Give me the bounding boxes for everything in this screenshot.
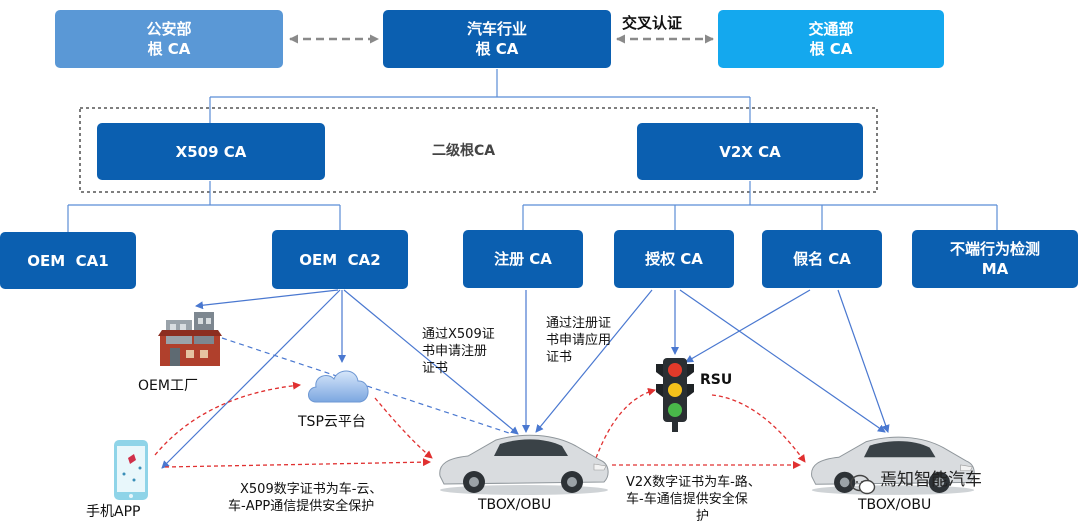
police-root-ca-label: 根 CA xyxy=(147,40,191,58)
x509-ca-label: X509 CA xyxy=(175,142,247,161)
communication-arrows xyxy=(154,381,806,469)
pseudonym-ca-box: 假名 CA xyxy=(762,230,882,288)
transport-root-ca-label: 根 CA xyxy=(809,40,853,58)
misbehavior-ma-box: 不端行为检测 MA xyxy=(912,230,1078,288)
misbehavior-ma-label: MA xyxy=(981,260,1009,278)
factory-icon xyxy=(158,312,222,366)
police-root-ca-box: 公安部 根 CA xyxy=(55,10,283,68)
phone-icon xyxy=(114,440,148,500)
tbox-left-label: TBOX/OBU xyxy=(478,497,552,513)
watermark-label: 焉知智能汽车 xyxy=(880,470,982,490)
traffic-light-icon xyxy=(656,358,694,432)
pseudonym-ca-label: 假名 CA xyxy=(793,250,851,268)
register-ca-label: 注册 CA xyxy=(494,250,552,268)
rsu-label: RSU xyxy=(700,372,733,388)
x509-apply-note: 通过X509证 书申请注册 证书 xyxy=(422,327,495,376)
secondary-root-group xyxy=(79,107,878,193)
auto-root-ca-name: 汽车行业 xyxy=(466,20,527,38)
cross-cert-label: 交叉认证 xyxy=(622,14,683,32)
secondary-root-label: 二级根CA xyxy=(432,143,496,159)
v2x-protect-note: V2X数字证书为车-路、 车-车通信提供安全保 护 xyxy=(626,475,761,524)
transport-root-ca-name: 交通部 xyxy=(808,20,854,38)
auto-root-ca-label: 根 CA xyxy=(475,40,519,58)
misbehavior-ma-name: 不端行为检测 xyxy=(949,240,1040,258)
x509-ca-box: X509 CA xyxy=(97,123,325,180)
v2x-ca-label: V2X CA xyxy=(719,142,781,161)
register-apply-note: 通过注册证 书申请应用 证书 xyxy=(546,316,612,365)
oem-ca2-label: OEM CA2 xyxy=(299,250,381,269)
register-ca-box: 注册 CA xyxy=(463,230,583,288)
auto-root-ca-box: 汽车行业 根 CA xyxy=(383,10,611,68)
police-root-ca-name: 公安部 xyxy=(146,20,192,38)
issuance-arrows xyxy=(161,289,890,469)
transport-root-ca-box: 交通部 根 CA xyxy=(718,10,944,68)
tsp-label: TSP云平台 xyxy=(298,414,366,430)
authorize-ca-label: 授权 CA xyxy=(645,250,703,268)
authorize-ca-box: 授权 CA xyxy=(614,230,734,288)
x509-protect-note: X509数字证书为车-云、 车-APP通信提供安全保护 xyxy=(228,482,383,514)
oem-ca1-box: OEM CA1 xyxy=(0,232,136,289)
cloud-icon xyxy=(308,370,369,403)
factory-label: OEM工厂 xyxy=(138,378,198,394)
v2x-ca-box: V2X CA xyxy=(637,123,863,180)
oem-ca2-box: OEM CA2 xyxy=(272,230,408,289)
car-icon-left xyxy=(439,434,609,495)
tbox-right-label: TBOX/OBU xyxy=(858,497,932,513)
app-label: 手机APP xyxy=(86,504,141,520)
wechat-icon xyxy=(850,474,876,495)
oem-ca1-label: OEM CA1 xyxy=(27,251,109,270)
tree-root-links xyxy=(67,69,998,232)
